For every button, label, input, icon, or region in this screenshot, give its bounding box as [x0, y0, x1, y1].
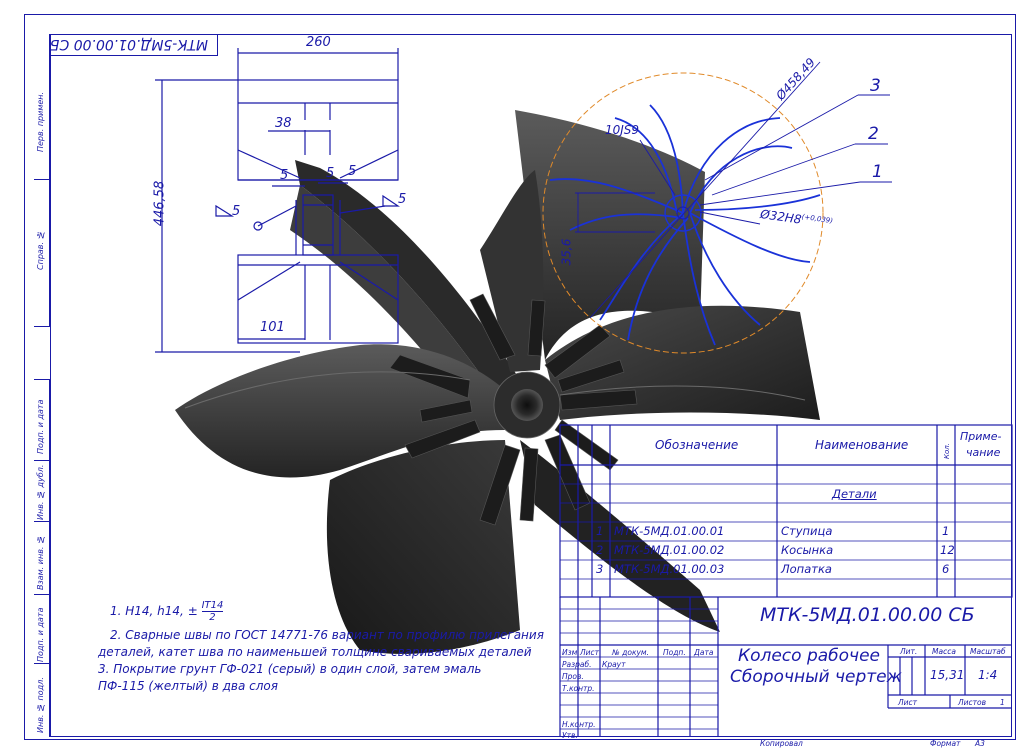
tb-col-date: Дата	[694, 648, 714, 657]
spec-header-designation: Обозначение	[655, 438, 739, 452]
tb-razrab-name: Краут	[602, 660, 626, 669]
title-block-code: МТК-5МД.01.00.00 СБ	[760, 604, 975, 626]
note-1-text: 1. H14, h14, ±	[110, 604, 198, 618]
spec-row-1-name: Ступица	[781, 524, 833, 538]
spec-row-3-pos: 3	[596, 562, 604, 576]
tb-sheets-label: Листов	[958, 698, 987, 707]
title-block-name-1: Колесо рабочее	[738, 646, 881, 666]
tb-format-value: А3	[975, 739, 985, 748]
spec-row-1-qty: 1	[942, 524, 950, 538]
drawing-border	[24, 14, 1016, 740]
rotated-code-box	[50, 34, 218, 56]
note-2a: 2. Сварные швы по ГОСТ 14771-76 вариант …	[110, 628, 544, 642]
section-view	[155, 48, 400, 353]
tb-scale-value: 1:4	[978, 668, 998, 682]
position-1: 1	[872, 162, 883, 182]
position-2: 2	[868, 124, 879, 144]
tb-sheets-value: 1	[1000, 698, 1005, 707]
spec-header-qty: Кол.	[942, 443, 951, 459]
tb-lit-label: Лит.	[900, 647, 918, 656]
spec-table-grid	[559, 424, 1013, 737]
tb-col-list: Лист	[580, 648, 600, 657]
note-3a: 3. Покрытие грунт ГФ-021 (серый) в один …	[98, 662, 482, 676]
dim-260: 260	[306, 35, 331, 50]
spec-row-2-name: Косынка	[781, 543, 834, 557]
main-frame	[50, 34, 1012, 737]
side-strip	[34, 34, 50, 737]
tb-mass-value: 15,31	[930, 668, 965, 682]
dim-5b: 5	[326, 166, 335, 181]
spec-header-note-1: Приме-	[960, 430, 1002, 443]
tb-copied-label: Копировал	[760, 739, 803, 748]
dim-weld5-left: 5	[232, 204, 241, 219]
spec-row-2-qty: 12	[940, 543, 955, 557]
note-1-denominator: 2	[209, 612, 216, 623]
title-block-name-2: Сборочный чертеж	[730, 667, 902, 687]
dim-38: 38	[275, 116, 292, 131]
spec-row-2-designation: МТК-5МД.01.00.02	[614, 543, 725, 557]
tb-format-label: Формат	[930, 739, 961, 748]
dim-5a: 5	[280, 168, 289, 183]
dim-35-6: 35,6	[559, 238, 574, 266]
note-2b: деталей, катет шва по наименьшей толщине…	[98, 645, 532, 659]
spec-header-name: Наименование	[815, 438, 909, 452]
tb-col-sign: Подп.	[663, 648, 686, 657]
spec-row-3-qty: 6	[942, 562, 950, 576]
tb-row-nkontr: Н.контр.	[562, 720, 596, 729]
spec-row-2-pos: 2	[596, 543, 604, 557]
dim-weld5-right: 5	[398, 192, 407, 207]
tb-row-utv: Утв.	[562, 731, 578, 740]
note-1-numerator: IT14	[201, 600, 224, 612]
tb-scale-label: Масштаб	[970, 647, 1006, 656]
tb-mass-label: Масса	[932, 647, 956, 656]
impeller-3d-view	[175, 110, 820, 654]
tb-row-razrab: Разраб.	[562, 660, 592, 669]
dim-10js9: 10JS9	[605, 123, 640, 137]
tb-row-prov: Пров.	[562, 672, 584, 681]
tb-col-doc: № докум.	[612, 648, 649, 657]
note-3b: ПФ-115 (желтый) в два слоя	[98, 679, 278, 693]
spec-section-title: Детали	[832, 487, 877, 501]
spec-header-note-2: чание	[966, 446, 1001, 459]
spec-row-3-name: Лопатка	[781, 562, 832, 576]
tb-col-izm: Изм	[562, 648, 578, 657]
spec-row-1-pos: 1	[596, 524, 604, 538]
tb-sheet-label: Лист	[898, 698, 918, 707]
front-view-contour	[542, 61, 892, 354]
dim-5c: 5	[348, 164, 357, 179]
spec-row-1-designation: МТК-5МД.01.00.01	[614, 524, 725, 538]
note-1: 1. H14, h14, ± IT14 2	[110, 600, 224, 623]
tb-row-tkontr: Т.контр.	[562, 684, 595, 693]
spec-row-3-designation: МТК-5МД.01.00.03	[614, 562, 725, 576]
position-3: 3	[870, 76, 881, 96]
dim-101: 101	[260, 320, 285, 335]
dim-446: 446,58	[152, 180, 168, 227]
